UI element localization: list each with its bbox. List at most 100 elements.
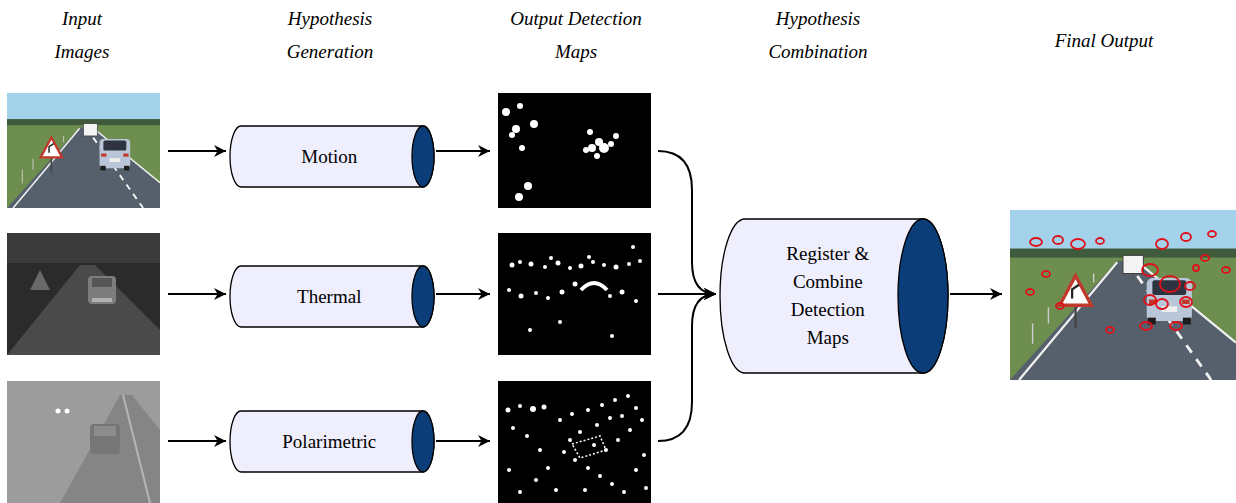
column-heading: Hypothesis Combination (756, 2, 880, 68)
detection-maps-part (506, 408, 511, 413)
polarimetric-image-part (60, 395, 160, 503)
flow-arrows-part (658, 294, 716, 441)
flow-arrows-part (436, 440, 490, 442)
detection-maps-part (586, 466, 590, 470)
input-images (7, 93, 160, 503)
detection-maps-part (546, 466, 550, 470)
node-text-group: Polarimetric (230, 410, 423, 473)
detection-maps-part (568, 438, 572, 442)
detection-maps-part (542, 405, 547, 410)
detection-maps-part (530, 120, 538, 128)
detection-maps-part (518, 260, 522, 264)
detection-maps-part (616, 438, 620, 442)
thermal-image-part (88, 276, 116, 304)
node-label: Polarimetric (282, 428, 376, 456)
detection-maps-part (558, 418, 562, 422)
detection-maps-part (634, 406, 638, 410)
detection-maps-part (626, 394, 630, 398)
final-output-image-part-part (1208, 231, 1216, 237)
final-output-image-part-part (1201, 255, 1209, 261)
thermal-image-part (7, 265, 160, 355)
detection-maps-part (613, 133, 619, 139)
detection-maps-part (581, 283, 607, 290)
detection-maps-part (592, 443, 596, 447)
detection-maps-part (518, 490, 522, 494)
detection-maps-part (511, 426, 515, 430)
detection-maps-part (509, 132, 515, 138)
final-output-image-part (1026, 231, 1230, 333)
final-output-image-part-part (1181, 233, 1191, 241)
node-label: Thermal (297, 283, 361, 311)
detection-maps-part (554, 488, 558, 492)
input-images-part (7, 93, 160, 208)
final-output-image-part-part (1042, 271, 1050, 277)
cylinder-box: Polarimetric (230, 410, 434, 473)
detection-maps-part (518, 404, 522, 408)
flow-arrows-part (168, 150, 226, 152)
detection-maps-part (583, 488, 587, 492)
flow-arrows-part (436, 293, 490, 295)
detection-maps-part (599, 143, 609, 153)
final-output-image-part-part (1144, 295, 1156, 305)
detection-maps-part (640, 418, 644, 422)
detection-maps-part (620, 290, 625, 295)
final-output-image-part-part (1030, 238, 1042, 246)
final-output-image-part-part (1053, 236, 1063, 244)
final-output-image-part-part (1170, 322, 1182, 330)
detection-maps-part (525, 434, 529, 438)
detection-maps-part (519, 145, 525, 151)
detection-maps-part (583, 147, 589, 153)
detection-maps-part (598, 474, 602, 478)
detection-maps-part (610, 334, 614, 338)
detection-maps-part (534, 478, 538, 482)
cylinder-body (230, 126, 434, 187)
detection-maps-part (579, 264, 584, 269)
final-output-image (1010, 210, 1236, 380)
detection-maps-part (498, 93, 651, 208)
detection-maps-part (628, 428, 632, 432)
detection-maps-part (627, 262, 631, 266)
thermal-image-part (92, 278, 112, 287)
column-heading: Final Output (1019, 24, 1189, 57)
polarimetric-image-part (94, 426, 116, 436)
detection-maps-part (642, 453, 646, 457)
detection-maps-part (498, 381, 651, 503)
final-output-image-part-part (1106, 327, 1114, 333)
detection-maps-part (638, 259, 642, 263)
detection-maps-part (517, 103, 523, 109)
column-heading: Hypothesis Generation (274, 2, 386, 68)
final-output-image-part-part (1140, 322, 1152, 330)
detection-maps-part (507, 288, 511, 292)
detection-maps-part (594, 153, 600, 159)
final-output-image-part-part (1071, 239, 1085, 249)
final-output-image-part-part (1096, 238, 1104, 244)
cylinder-body (230, 266, 434, 327)
cylinder-box: Register & Combine Detection Maps (720, 218, 948, 374)
polarimetric-image-part (123, 395, 150, 503)
detection-maps-part (528, 328, 532, 332)
detection-maps-part (613, 398, 617, 402)
detection-maps-part (568, 266, 572, 270)
detection-maps-part (587, 255, 591, 259)
flow-arrows-part (950, 293, 1002, 295)
detection-maps (498, 93, 651, 503)
cylinder-cap (898, 219, 948, 373)
final-output-image-part-part (1156, 299, 1168, 309)
detection-maps-part (529, 262, 534, 267)
cylinder-cap (412, 266, 434, 327)
thermal-image-part (92, 298, 112, 302)
detection-maps-part (498, 233, 651, 355)
thermal-image-part (7, 233, 160, 355)
flow-arrows-part (168, 440, 226, 442)
polarimetric-image-part (7, 381, 160, 503)
detection-maps-part (510, 263, 515, 268)
detection-maps-part (588, 144, 596, 152)
final-output-image-part-part (1222, 267, 1230, 273)
detection-maps-part (631, 245, 635, 249)
detection-maps-part (573, 458, 577, 462)
detection-maps-part (620, 414, 624, 418)
